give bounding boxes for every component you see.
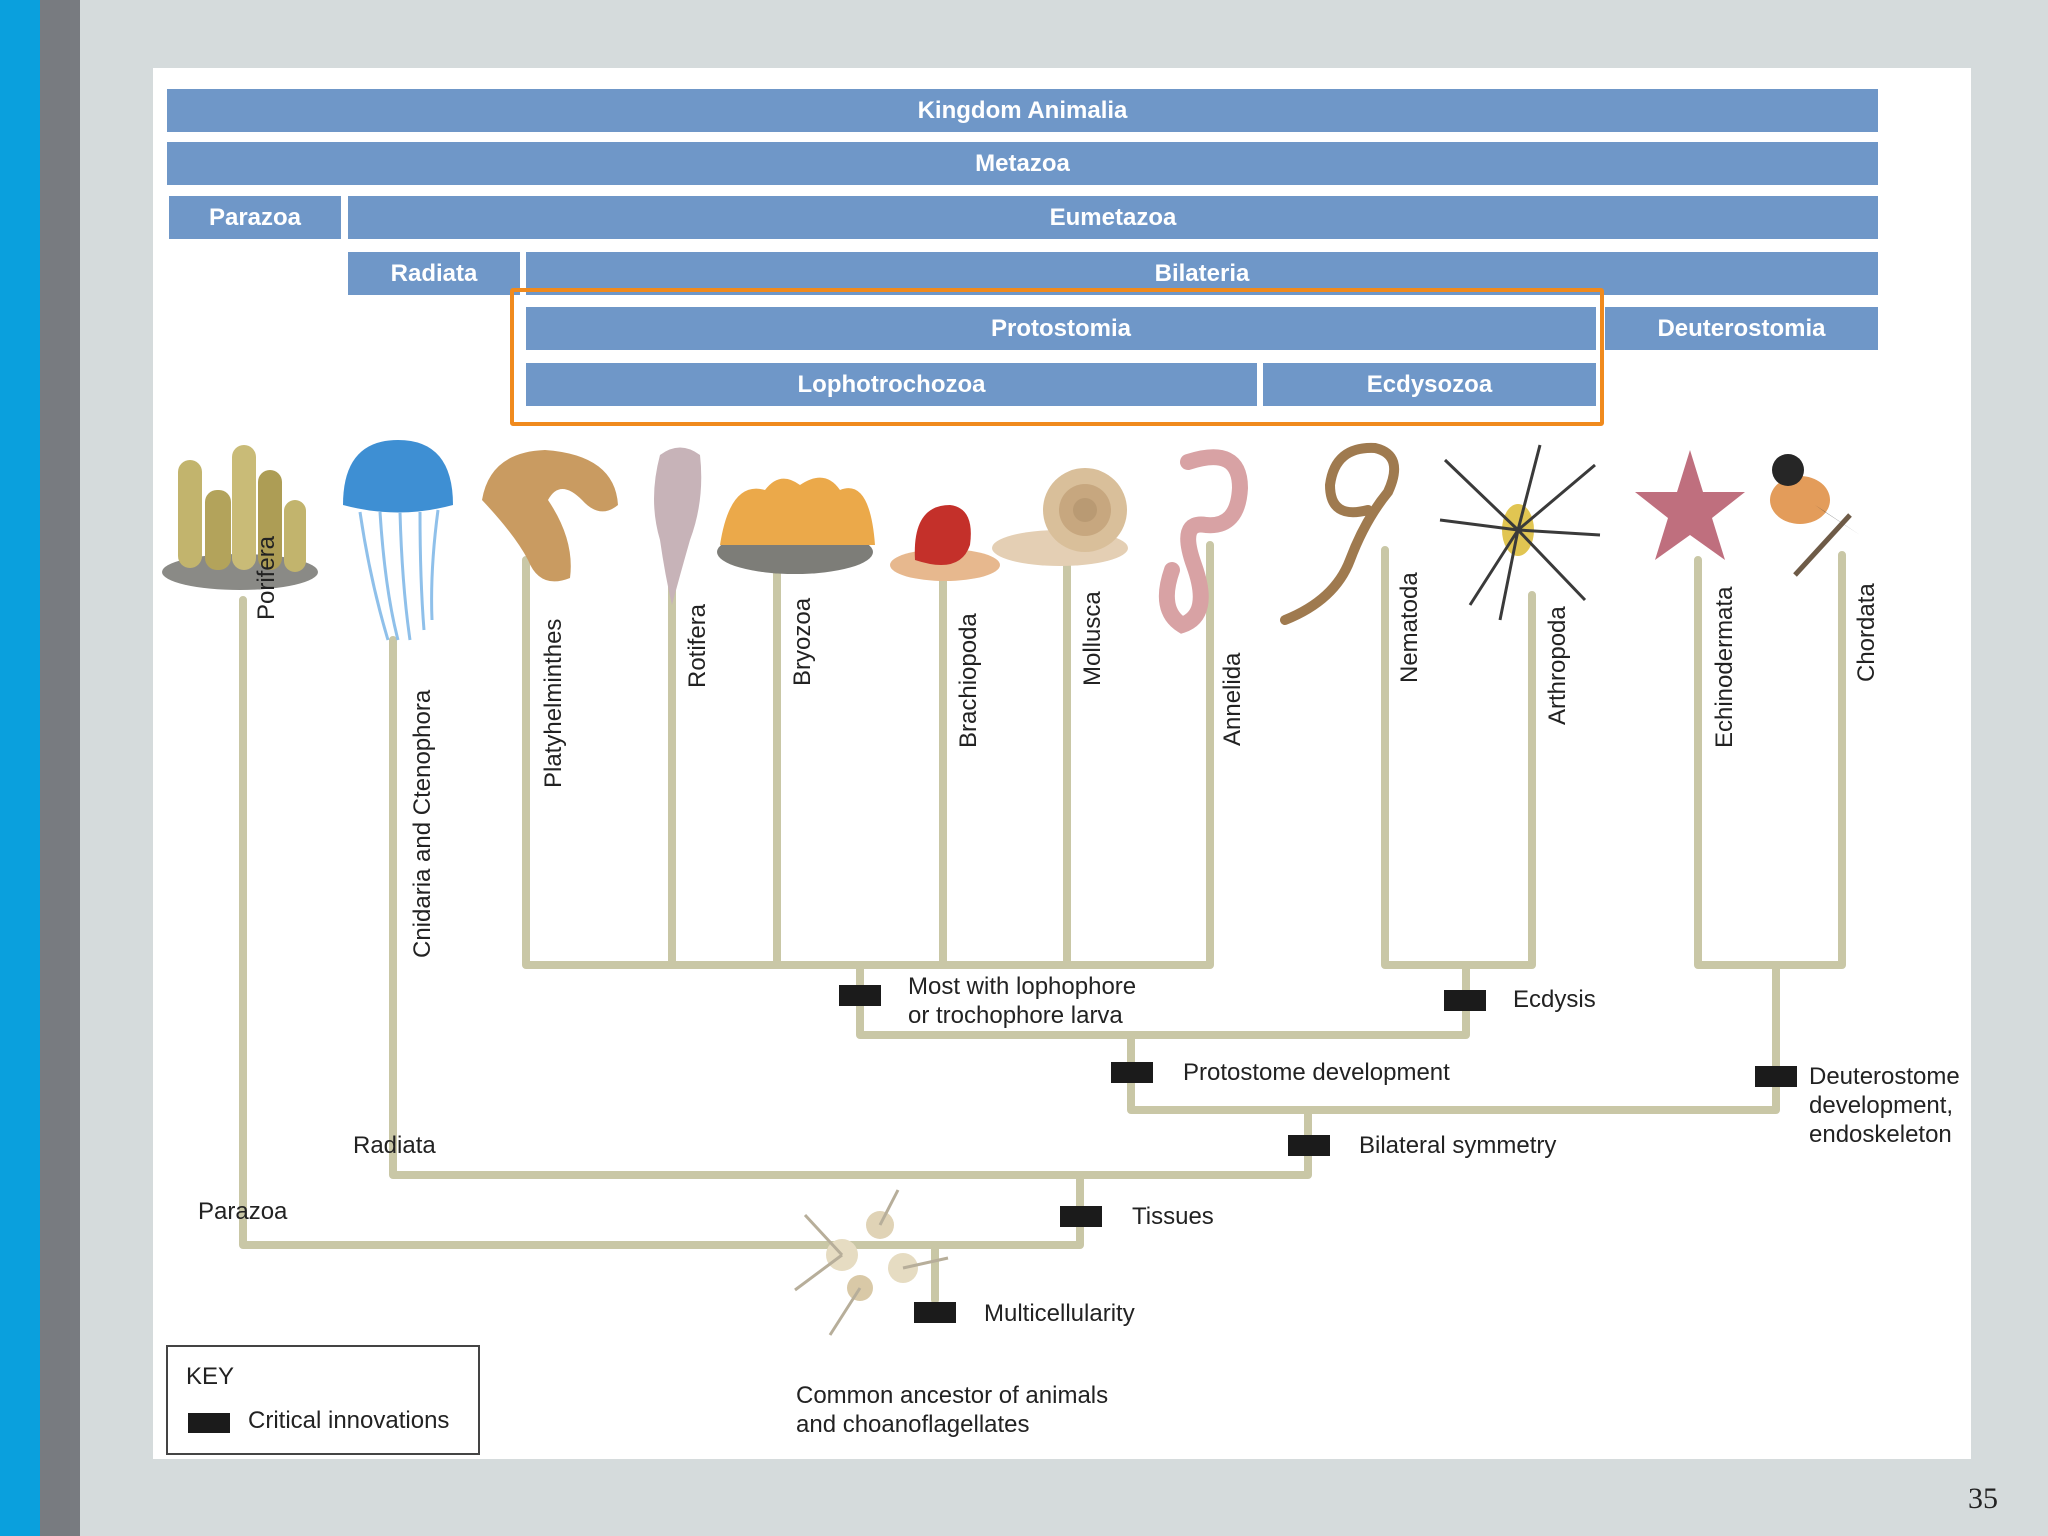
label-ancestor-line1: Common ancestor of animals bbox=[796, 1382, 1108, 1409]
page-number: 35 bbox=[1968, 1482, 1998, 1515]
bar-radiata: Radiata bbox=[348, 252, 520, 295]
bar-ecdysozoa: Ecdysozoa bbox=[1263, 363, 1596, 406]
label-protostome-development: Protostome development bbox=[1183, 1059, 1450, 1086]
left-gray-bar bbox=[40, 0, 80, 1536]
bar-deuterostomia: Deuterostomia bbox=[1605, 307, 1878, 350]
label-lophophore-line2: or trochophore larva bbox=[908, 1002, 1123, 1029]
label-cnidaria: Cnidaria and Ctenophora bbox=[409, 689, 436, 958]
phylum-labels: Porifera Cnidaria and Ctenophora Platyhe… bbox=[253, 535, 1880, 958]
key-label: Critical innovations bbox=[248, 1407, 450, 1434]
cnidaria-illustration bbox=[343, 440, 453, 641]
bryozoa-illustration bbox=[717, 477, 875, 574]
label-platyhelminthes: Platyhelminthes bbox=[540, 619, 567, 788]
rotifera-illustration bbox=[654, 447, 702, 605]
ancestor-illustration bbox=[794, 1189, 949, 1336]
label-arthropoda: Arthropoda bbox=[1544, 606, 1571, 725]
label-bilateral-symmetry: Bilateral symmetry bbox=[1359, 1132, 1556, 1159]
marker-deuterostome bbox=[1755, 1066, 1797, 1087]
innovation-labels: Most with lophophore or trochophore larv… bbox=[198, 973, 1960, 1438]
marker-bilateral bbox=[1288, 1135, 1330, 1156]
label-tissues: Tissues bbox=[1132, 1203, 1214, 1230]
porifera-illustration bbox=[162, 445, 318, 590]
marker-tissues bbox=[1060, 1206, 1102, 1227]
label-nematoda: Nematoda bbox=[1396, 572, 1423, 683]
marker-multicellularity bbox=[914, 1302, 956, 1323]
label-deuterostome-line3: endoskeleton bbox=[1809, 1121, 1952, 1148]
label-multicellularity: Multicellularity bbox=[984, 1300, 1135, 1327]
label-echinodermata: Echinodermata bbox=[1711, 586, 1738, 748]
label-porifera: Porifera bbox=[253, 535, 280, 620]
brachiopoda-illustration bbox=[890, 505, 1000, 581]
arthropoda-illustration bbox=[1439, 444, 1601, 621]
innovation-markers bbox=[839, 985, 1797, 1323]
marker-protostome bbox=[1111, 1062, 1153, 1083]
key-title: KEY bbox=[186, 1363, 235, 1390]
label-chordata: Chordata bbox=[1853, 583, 1880, 682]
label-ancestor-line2: and choanoflagellates bbox=[796, 1411, 1030, 1438]
figure-panel bbox=[153, 68, 1971, 1459]
label-parazoa-node: Parazoa bbox=[198, 1198, 288, 1225]
label-rotifera: Rotifera bbox=[684, 603, 711, 688]
marker-ecdysis bbox=[1444, 990, 1486, 1011]
bar-bilateria: Bilateria bbox=[526, 252, 1878, 295]
label-bryozoa: Bryozoa bbox=[789, 597, 816, 686]
annelida-illustration bbox=[1158, 449, 1249, 634]
bar-lophotrochozoa: Lophotrochozoa bbox=[526, 363, 1257, 406]
label-annelida: Annelida bbox=[1219, 652, 1246, 746]
label-mollusca: Mollusca bbox=[1079, 591, 1106, 686]
left-accent-bar bbox=[0, 0, 40, 1536]
bar-kingdom-animalia: Kingdom Animalia bbox=[167, 89, 1878, 132]
key-marker-swatch bbox=[188, 1413, 230, 1433]
bar-protostomia: Protostomia bbox=[526, 307, 1596, 350]
label-ecdysis: Ecdysis bbox=[1513, 986, 1596, 1013]
bar-metazoa: Metazoa bbox=[167, 142, 1878, 185]
nematoda-illustration bbox=[1280, 442, 1400, 625]
label-deuterostome-line1: Deuterostome bbox=[1809, 1063, 1960, 1090]
label-lophophore-line1: Most with lophophore bbox=[908, 973, 1136, 1000]
platyhelminthes-illustration bbox=[482, 450, 618, 582]
bar-eumetazoa: Eumetazoa bbox=[348, 196, 1878, 239]
bar-parazoa: Parazoa bbox=[169, 196, 341, 239]
echinodermata-illustration bbox=[1635, 450, 1745, 560]
tree-branches bbox=[239, 541, 1846, 1304]
chordata-illustration bbox=[1770, 454, 1860, 577]
legend-key: KEY Critical innovations bbox=[166, 1345, 480, 1455]
marker-lophophore bbox=[839, 985, 881, 1006]
label-radiata-node: Radiata bbox=[353, 1132, 436, 1159]
label-brachiopoda: Brachiopoda bbox=[955, 613, 982, 748]
protostomia-highlight-box bbox=[510, 288, 1604, 426]
mollusca-illustration bbox=[992, 468, 1128, 566]
label-deuterostome-line2: development, bbox=[1809, 1092, 1953, 1119]
